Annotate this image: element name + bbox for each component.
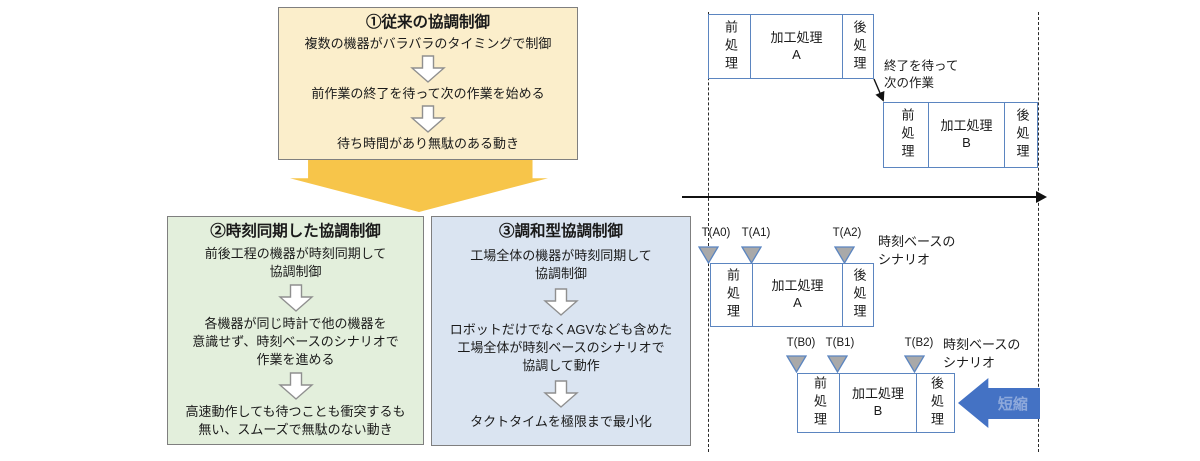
flow-step-text: 各機器が同じ時計で他の機器を 意識せず、時刻ベースのシナリオで 作業を進める xyxy=(192,315,399,367)
marker-label: T(A2) xyxy=(832,227,862,239)
marker-label: T(B2) xyxy=(904,337,934,349)
wait-note: 終了を待って 次の作業 xyxy=(884,59,959,90)
time-marker-icon xyxy=(741,246,762,264)
wait-arrow-icon xyxy=(873,78,885,102)
marker-label: T(A1) xyxy=(741,227,771,239)
cell-preprocess: 前処理 xyxy=(722,19,738,74)
cell-main-process-b: 加工処理 B xyxy=(928,103,1004,167)
flow-step-text: 高速動作しても待つことも衝突するも 無い、スムーズで無駄のない動き xyxy=(185,404,406,438)
flow-box-time-synchronized: ②時刻同期した協調制御 前後工程の機器が時刻同期して 協調制御 各機器が同じ時計… xyxy=(167,216,424,445)
time-marker-icon xyxy=(904,355,925,373)
cell-main-process-b: 加工処理 B xyxy=(839,374,916,432)
flow-box-harmonized: ③調和型協調制御 工場全体の機器が時刻同期して 協調制御 ロボットだけでなくAG… xyxy=(431,216,691,446)
down-arrow-icon xyxy=(410,105,446,133)
marker-label: T(B1) xyxy=(825,337,855,349)
flow-box-title: ②時刻同期した協調制御 xyxy=(210,223,381,240)
flow-step-text: 前作業の終了を待って次の作業を始める xyxy=(311,85,545,101)
cell-main-process-a: 加工処理 A xyxy=(750,15,842,78)
time-marker-icon xyxy=(834,246,855,264)
cell-postprocess: 後処理 xyxy=(842,15,873,78)
down-arrow-icon xyxy=(543,380,579,408)
flow-step-text: 待ち時間があり無駄のある動き xyxy=(336,136,519,152)
time-marker-icon xyxy=(786,355,807,373)
process-box-b-conventional: 前処理 加工処理 B 後処理 xyxy=(883,102,1038,168)
flow-step-text: 複数の機器がバラバラのタイミングで制御 xyxy=(304,35,552,51)
flow-box-conventional: ①従来の協調制御 複数の機器がバラバラのタイミングで制御 前作業の終了を待って次… xyxy=(278,7,578,160)
process-box-b-scenario: 前処理 加工処理 B 後処理 xyxy=(797,373,955,433)
flow-step-text: 前後工程の機器が時刻同期して 協調制御 xyxy=(204,245,387,279)
process-box-a-scenario: 前処理 加工処理 A 後処理 xyxy=(710,263,874,327)
scenario-note-a: 時刻ベースの シナリオ xyxy=(878,234,956,267)
marker-label: T(A0) xyxy=(701,227,731,239)
time-marker-icon xyxy=(698,246,719,264)
down-arrow-icon xyxy=(277,283,314,312)
shorten-label: 短縮 xyxy=(997,395,1028,413)
cell-postprocess: 後処理 xyxy=(916,374,954,432)
cell-main-process-a: 加工処理 A xyxy=(752,264,842,326)
marker-label: T(B0) xyxy=(786,337,816,349)
cell-preprocess: 前処理 xyxy=(811,376,827,430)
process-box-a-conventional: 前処理 加工処理 A 後処理 xyxy=(708,14,874,79)
down-arrow-icon xyxy=(410,54,446,83)
down-arrow-icon xyxy=(543,287,579,316)
flow-step-text: ロボットだけでなくAGVなども含めた 工場全体が時刻ベースのシナリオで 協調して… xyxy=(449,321,673,373)
shorten-arrow-icon: 短縮 xyxy=(958,378,1040,428)
flow-step-text: 工場全体の機器が時刻同期して 協調制御 xyxy=(470,247,652,281)
cell-preprocess: 前処理 xyxy=(899,108,915,162)
cell-postprocess: 後処理 xyxy=(1004,103,1037,167)
scenario-note-b: 時刻ベースの シナリオ xyxy=(943,337,1021,370)
time-axis xyxy=(682,196,1038,198)
flow-box-title: ①従来の協調制御 xyxy=(365,14,490,31)
big-down-arrow-icon xyxy=(290,160,548,212)
timeline-end-boundary-line xyxy=(1038,12,1039,452)
time-marker-icon xyxy=(827,355,848,373)
cell-postprocess: 後処理 xyxy=(842,264,873,326)
down-arrow-icon xyxy=(277,372,314,400)
flow-box-title: ③調和型協調制御 xyxy=(498,223,623,240)
time-axis-arrowhead-icon xyxy=(1036,191,1047,203)
timeline-start-boundary-line xyxy=(708,12,709,452)
flow-step-text: タクトタイムを極限まで最小化 xyxy=(470,414,652,429)
cell-preprocess: 前処理 xyxy=(724,268,740,322)
